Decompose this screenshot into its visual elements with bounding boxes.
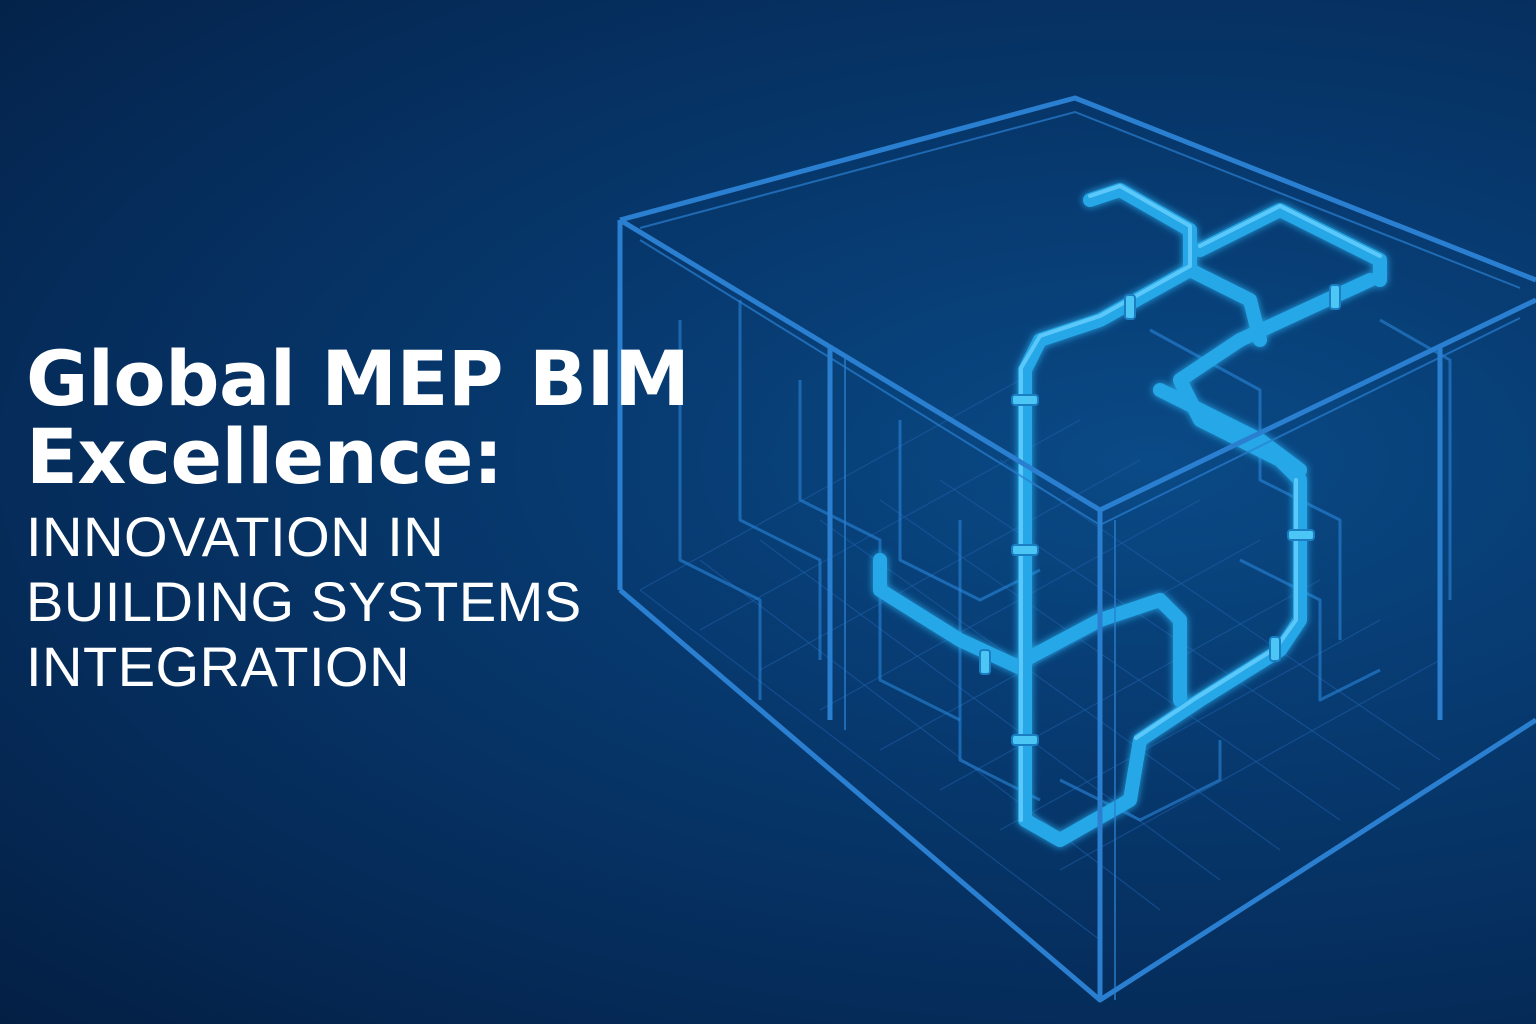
isometric-building-pipe-network-icon [617, 95, 1536, 1003]
title-line-2: Excellence: [26, 412, 503, 501]
page-subtitle: INNOVATION IN BUILDING SYSTEMS INTEGRATI… [26, 504, 746, 699]
main-pipes [873, 183, 1387, 847]
thin-conduits [678, 300, 1452, 822]
subtitle-line-1: INNOVATION IN [26, 505, 445, 568]
subtitle-line-3: INTEGRATION [26, 635, 411, 698]
subtitle-line-2: BUILDING SYSTEMS [26, 570, 582, 633]
pipe-couplings [979, 284, 1341, 746]
building-frame [617, 95, 1536, 1003]
headline-block: Global MEP BIM Excellence: INNOVATION IN… [26, 340, 746, 699]
building-frame-inner [639, 110, 1521, 1000]
page-title: Global MEP BIM Excellence: [26, 340, 746, 496]
title-line-1: Global MEP BIM [26, 334, 690, 423]
